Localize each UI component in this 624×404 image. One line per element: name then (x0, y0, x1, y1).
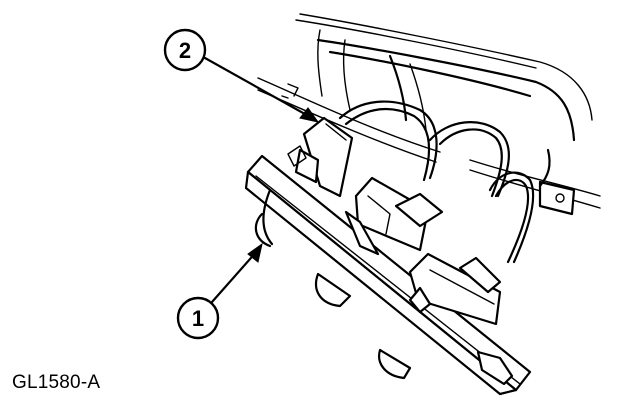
connector-middle (344, 176, 444, 256)
callout-1: 1 (176, 242, 263, 340)
switch-housing (244, 154, 532, 396)
mounting-bracket (538, 180, 576, 216)
figure-code: GL1580-A (12, 372, 101, 393)
dash-panel-outline (257, 13, 601, 209)
callout-2: 2 (163, 28, 320, 123)
connector-upper (287, 116, 354, 198)
callout-2-label: 2 (179, 38, 191, 63)
wire-harness (338, 100, 551, 264)
callout-1-label: 1 (192, 306, 204, 331)
connector-lower (408, 252, 502, 326)
